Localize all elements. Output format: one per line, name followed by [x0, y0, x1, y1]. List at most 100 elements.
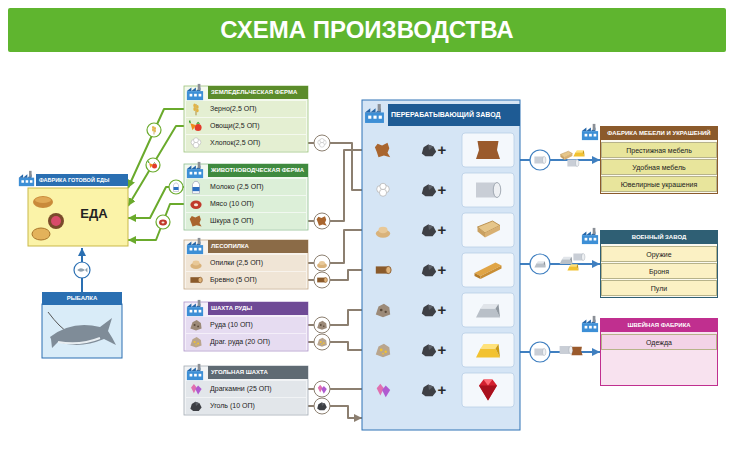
fishing-art [58, 338, 100, 343]
recipe-row: + [398, 212, 556, 248]
row-label: Молоко (2,5 ОП) [186, 179, 306, 195]
title-bar [8, 8, 726, 52]
factory-box: ШВЕЙНАЯ ФАБРИКА Одежда [600, 318, 718, 386]
source-boxes-art [186, 179, 306, 229]
factory-box: ФАБРИКА МЕБЕЛИ И УКРАШЕНИЙПрестижная меб… [600, 126, 718, 194]
resource-circles [314, 213, 330, 229]
processing-plant-art [475, 263, 502, 280]
processing-plant-art [478, 221, 501, 238]
output-art [582, 316, 598, 332]
box-heading: ЗЕМЛЕДЕЛЬЧЕСКАЯ ФЕРМА [208, 86, 308, 99]
source-boxes-art [186, 196, 306, 212]
processing-plant-art [375, 143, 390, 157]
resource-circles [318, 385, 327, 394]
resource-circles [317, 261, 327, 268]
row-label: Оружие [602, 247, 716, 263]
source-boxes-art [193, 181, 200, 193]
source-boxes-art [190, 261, 201, 269]
processing-plant-art [377, 183, 390, 196]
box-heading: ЖИВОТНОВОДЧЕСКАЯ ФЕРМА [208, 164, 308, 177]
row-label: Шкура (5 ОП) [186, 213, 306, 229]
box-heading: ВОЕННЫЙ ЗАВОД [601, 231, 717, 244]
source-boxes-art [186, 101, 306, 117]
output-art [582, 124, 598, 140]
plus-sign: + [434, 212, 450, 248]
food-factory-art [35, 197, 51, 203]
box-heading: ЛЕСОПИЛКА [208, 240, 308, 253]
resource-circles [317, 402, 327, 410]
box-heading: ШВЕЙНАЯ ФАБРИКА [601, 319, 717, 332]
output-art [560, 257, 573, 264]
box-heading: ФАБРИКА МЕБЕЛИ И УКРАШЕНИЙ [601, 127, 717, 140]
product-row: Одежда [601, 334, 717, 350]
row-label: Зерно(2,5 ОП) [186, 101, 306, 117]
resource-row: Молоко (2,5 ОП) [186, 179, 306, 195]
output-art [530, 150, 550, 362]
output-art [530, 124, 598, 362]
plus-sign: + [434, 252, 450, 288]
food-factory-box: ФАБРИКА ГОТОВОЙ ЕДЫЕДА [20, 174, 128, 248]
box-heading: ПЕРЕРАБАТЫВАЮЩИЙ ЗАВОД [388, 104, 520, 126]
source-boxes-art [187, 162, 203, 178]
resource-circles [156, 215, 170, 229]
fishing-art [50, 318, 116, 348]
recipe-row: + [398, 132, 556, 168]
fishing-box: РЫБАЛКА [42, 292, 122, 358]
fishing-art [42, 304, 122, 358]
factory-box: ВОЕННЫЙ ЗАВОД ОружиеБроняПули [600, 230, 718, 298]
processing-plant-art [422, 185, 436, 197]
food-factory-art [51, 216, 61, 226]
row-label: Удобная мебель [602, 160, 716, 176]
resource-row: Руда (10 ОП) [186, 317, 306, 333]
processing-plant-art [462, 253, 514, 287]
row-label: Броня [602, 264, 716, 280]
source-boxes-art [186, 398, 306, 414]
source-boxes-art [190, 320, 201, 331]
processing-plant-art [476, 304, 500, 318]
source-boxes-art [190, 215, 202, 226]
recipe-row: + [398, 332, 556, 368]
food-factory-art [28, 188, 128, 246]
plus-sign: + [434, 332, 450, 368]
product-row: Пули [601, 280, 717, 296]
resource-row: Зерно(2,5 ОП) [186, 101, 306, 117]
diagram-title: СХЕМА ПРОИЗВОДСТВА [220, 16, 513, 44]
source-box: ЗЕМЛЕДЕЛЬЧЕСКАЯ ФЕРМАЗерно(2,5 ОП)Овощи(… [184, 86, 308, 152]
resource-circles [174, 183, 179, 192]
processing-plant-art [476, 141, 500, 159]
processing-plant-art [462, 133, 514, 167]
resource-circles [147, 123, 161, 137]
processing-plant-art [377, 384, 391, 398]
resource-circles [152, 126, 156, 134]
flow-arrow [128, 204, 186, 240]
row-label: Ювелирные украшения [602, 177, 716, 193]
resource-row: Драгкамни (25 ОП) [186, 381, 306, 397]
source-boxes-art [186, 317, 306, 350]
source-box: УГОЛЬНАЯ ШАХТАДрагкамни (25 ОП)Уголь (10… [184, 366, 308, 415]
processing-plant-art [479, 380, 497, 401]
processing-plant-art [462, 293, 514, 327]
resource-circles [317, 321, 327, 330]
source-boxes-art [193, 104, 198, 116]
title-area: СХЕМА ПРОИЗВОДСТВА [8, 8, 726, 52]
resource-row: Шкура (5 ОП) [186, 213, 306, 229]
box-heading: РЫБАЛКА [42, 292, 122, 305]
processing-plant-box: ПЕРЕРАБАТЫВАЮЩИЙ ЗАВОД+++++++ [362, 100, 520, 430]
processing-plant-art [376, 266, 391, 273]
resource-row: Бревно (5 ОП) [186, 272, 306, 288]
resource-circles [146, 158, 160, 172]
box-heading: ШАХТА РУДЫ [208, 302, 308, 315]
processing-plant-art [362, 100, 520, 430]
output-art [530, 342, 550, 362]
resource-circles [169, 180, 183, 194]
resource-circles [148, 161, 157, 169]
row-label: Бревно (5 ОП) [186, 272, 306, 288]
output-art [573, 150, 584, 156]
processing-plant-art [422, 345, 436, 357]
output-art [530, 150, 550, 170]
row-label: Руда (10 ОП) [186, 317, 306, 333]
resource-circles [159, 220, 167, 226]
food-factory-art [33, 196, 53, 208]
fishing-art [42, 304, 122, 358]
resource-circles [314, 272, 330, 288]
